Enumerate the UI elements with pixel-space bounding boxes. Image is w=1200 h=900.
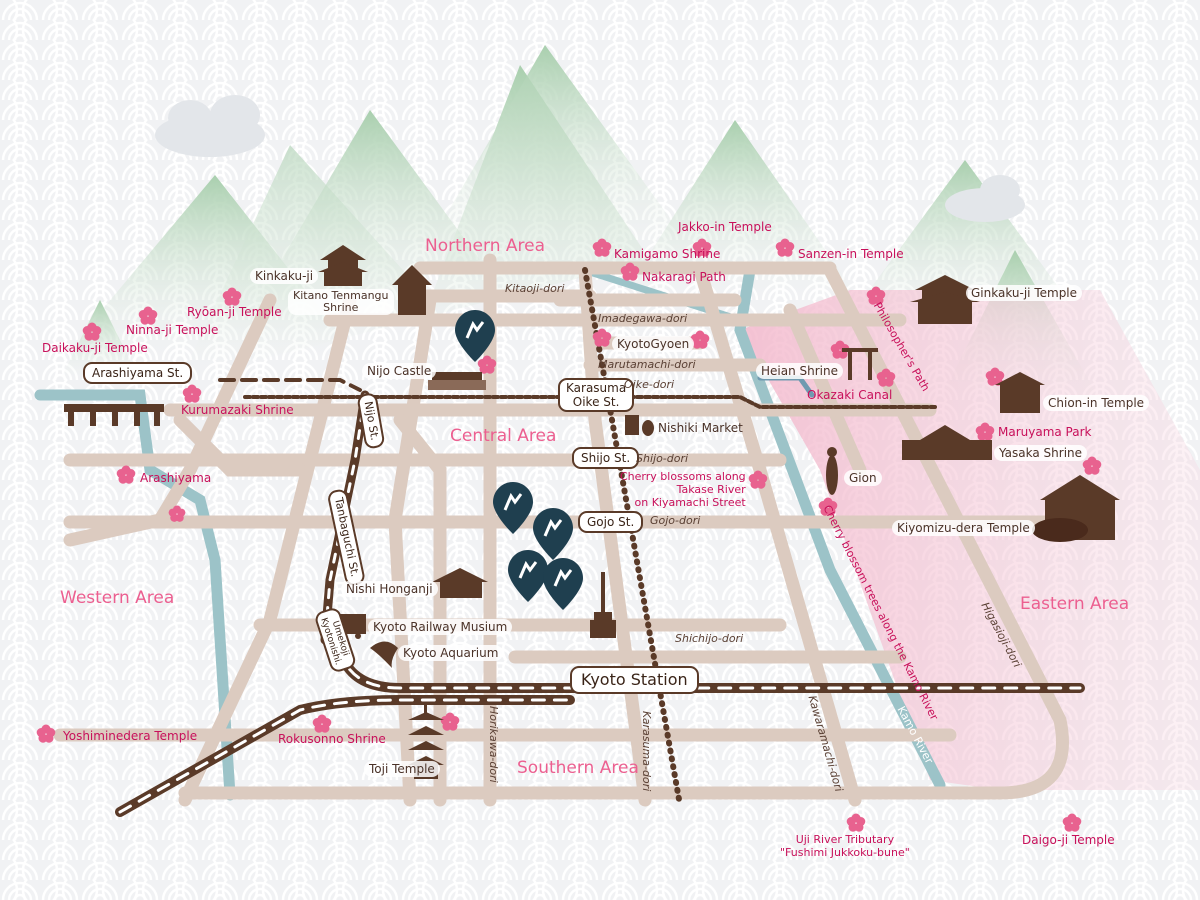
cherry-spot-ninna-ji: Ninna-ji Temple	[126, 323, 219, 337]
landmark-kiyomizu-dera: Kiyomizu-dera Temple	[892, 520, 1035, 536]
street-marutamachi: Marutamachi-dori	[598, 358, 696, 371]
landmark-nijo-castle: Nijo Castle	[362, 363, 437, 379]
cherry-spot-uji-river: Uji River Tributary "Fushimi Jukkoku-bun…	[780, 833, 910, 859]
street-shijo: Shijo-dori	[636, 452, 689, 465]
landmark-heian-shrine: Heian Shrine	[756, 363, 843, 379]
cherry-spot-nakaragi: Nakaragi Path	[642, 270, 726, 284]
ginkaku-ji-icon	[910, 275, 980, 324]
cherry-spot-arashiyama: Arashiyama	[140, 471, 212, 485]
landmark-toji-temple: Toji Temple	[364, 761, 440, 777]
label-line: on Kiyamachi Street	[634, 496, 746, 509]
chion-in-icon	[995, 372, 1045, 413]
station-gojo[interactable]: Gojo St.	[578, 511, 644, 533]
street-gojo: Gojo-dori	[650, 514, 701, 527]
bridge-icon	[64, 404, 164, 426]
area-label-southern: Southern Area	[517, 758, 639, 778]
label-line: Cherry blossoms along	[620, 470, 746, 483]
label-line: Kitano Tenmangu	[293, 289, 389, 302]
torii-icon	[842, 348, 878, 380]
kamo-river	[734, 264, 946, 791]
area-label-eastern: Eastern Area	[1020, 594, 1130, 614]
building-icons	[64, 245, 1120, 779]
cherry-spot-daikaku-ji: Daikaku-ji Temple	[42, 341, 148, 355]
nijo-castle-icon	[428, 372, 486, 390]
landmark-kyoto-aquarium: Kyoto Aquarium	[398, 645, 504, 661]
street-shichijo: Shichijo-dori	[675, 632, 744, 645]
geisha-icon	[826, 447, 838, 495]
landmark-ginkaku-ji: Ginkaku-ji Temple	[966, 285, 1083, 301]
street-oike: Oike-dori	[624, 378, 675, 391]
cherry-spot-sanzen-in: Sanzen-in Temple	[798, 247, 904, 261]
landmark-nishiki-market: Nishiki Market	[658, 421, 743, 435]
nishi-honganji-icon	[432, 568, 488, 598]
area-label-central: Central Area	[450, 426, 557, 446]
roads	[53, 253, 1069, 807]
cherry-spot-jakko-in: Jakko-in Temple	[678, 220, 772, 234]
cherry-spot-daigo-ji: Daigo-ji Temple	[1022, 833, 1115, 847]
street-kitaoji: Kitaoji-dori	[505, 282, 565, 295]
cherry-spot-rokusonno: Rokusonno Shrine	[278, 732, 386, 746]
street-karasuma: Karasuma-dori	[640, 711, 653, 792]
landmark-kinkaku-ji: Kinkaku-ji	[250, 268, 319, 284]
label-line: Takase River	[676, 483, 746, 496]
label-line: Shrine	[323, 301, 359, 314]
landmark-kyoto-railway-museum: Kyoto Railway Musium	[368, 619, 513, 635]
street-imadegawa: Imadegawa-dori	[598, 312, 688, 325]
cherry-spot-kamigamo: Kamigamo Shrine	[614, 247, 721, 261]
landmark-chion-in: Chion-in Temple	[1043, 395, 1150, 411]
kitano-shrine-icon	[392, 265, 432, 315]
nishiki-icon	[625, 415, 654, 436]
cherry-spot-takase-river: Cherry blossoms along Takase River on Ki…	[620, 470, 746, 509]
station-kyoto[interactable]: Kyoto Station	[570, 666, 699, 694]
label-line: Uji River Tributary	[795, 833, 895, 846]
cherry-spot-ryoan-ji: Ryōan-ji Temple	[187, 305, 282, 319]
kinkaku-ji-icon	[318, 245, 368, 286]
cherry-spot-yoshiminedera: Yoshiminedera Temple	[63, 729, 198, 743]
kiyomizu-icon	[1032, 475, 1120, 542]
cherry-spot-maruyama: Maruyama Park	[998, 425, 1092, 439]
landmark-kitano-tenmangu: Kitano Tenmangu Shrine	[288, 289, 394, 315]
landmark-nishi-honganji: Nishi Honganji	[341, 581, 438, 597]
yasaka-icon	[902, 425, 992, 460]
dolphin-icon	[370, 641, 398, 668]
label-line: "Fushimi Jukkoku-bune"	[780, 846, 910, 859]
station-arashiyama[interactable]: Arashiyama St.	[83, 362, 193, 384]
area-label-northern: Northern Area	[425, 236, 545, 256]
cherry-spot-kurumazaki: Kurumazaki Shrine	[181, 403, 294, 417]
station-label: Karasuma	[566, 381, 627, 395]
kyoto-tower-icon	[590, 572, 616, 638]
area-label-western: Western Area	[60, 588, 175, 608]
landmark-yasaka-shrine: Yasaka Shrine	[994, 445, 1088, 461]
station-shijo[interactable]: Shijo St.	[572, 447, 640, 469]
landmark-gion: Gion	[844, 470, 882, 486]
street-horikawa: Horikawa-dori	[487, 706, 500, 783]
station-label: Oike St.	[572, 395, 620, 409]
cherry-spot-okazaki-canal: Okazaki Canal	[807, 388, 893, 402]
clouds	[155, 95, 1025, 222]
landmark-kyoto-gyoen: KyotoGyoen	[612, 336, 695, 352]
